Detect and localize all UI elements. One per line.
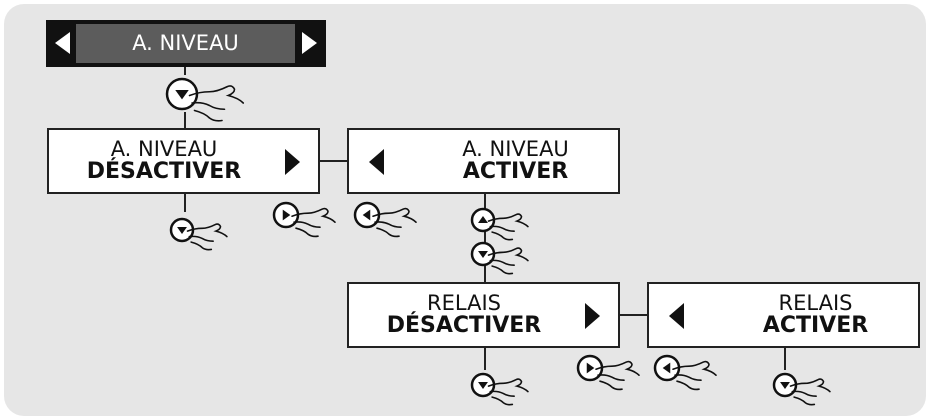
up-button-1[interactable]: [470, 207, 529, 241]
left-arrow-icon: [662, 362, 671, 374]
hand-pointer-icon: [188, 85, 245, 122]
up-arrow-icon: [478, 216, 488, 223]
right-arrow-icon: [585, 303, 600, 329]
down-arrow-icon: [478, 382, 488, 389]
hand-pointer-icon: [487, 213, 529, 241]
right-button-2[interactable]: [576, 354, 640, 391]
box-title: A. NIVEAU: [462, 137, 569, 161]
down-button-5[interactable]: [772, 372, 831, 406]
box-title: RELAIS: [427, 291, 501, 315]
left-button-1[interactable]: [353, 201, 417, 238]
box-action: DÉSACTIVER: [386, 313, 542, 338]
box-action: ACTIVER: [462, 159, 569, 184]
hand-pointer-icon: [186, 223, 228, 251]
down-arrow-icon: [478, 251, 488, 258]
hand-pointer-icon: [372, 207, 417, 238]
right-arrow-icon: [282, 209, 291, 221]
down-button-2[interactable]: [169, 217, 228, 251]
relais-desactiver-box[interactable]: RELAIS DÉSACTIVER: [347, 282, 620, 348]
down-button-1[interactable]: [165, 77, 245, 122]
box-title: A. NIVEAU: [110, 137, 218, 161]
hand-pointer-icon: [672, 360, 717, 391]
right-button-1[interactable]: [272, 201, 336, 238]
right-arrow-icon: [586, 362, 595, 374]
left-arrow-icon: [369, 149, 384, 175]
menu-header-label: A. NIVEAU: [76, 24, 295, 63]
left-arrow-icon: [362, 209, 371, 221]
down-arrow-icon: [177, 227, 187, 234]
hand-pointer-icon: [595, 360, 640, 391]
down-button-3[interactable]: [470, 241, 529, 275]
relais-activer-box[interactable]: RELAIS ACTIVER: [647, 282, 920, 348]
menu-header[interactable]: A. NIVEAU: [46, 20, 326, 67]
niveau-activer-box[interactable]: A. NIVEAU ACTIVER: [347, 128, 620, 194]
down-arrow-icon: [175, 89, 189, 100]
down-arrow-icon: [780, 382, 790, 389]
niveau-desactiver-box[interactable]: A. NIVEAU DÉSACTIVER: [47, 128, 320, 194]
left-button-2[interactable]: [653, 354, 717, 391]
right-arrow-icon: [285, 149, 300, 175]
hand-pointer-icon: [487, 247, 529, 275]
down-button-4[interactable]: [470, 372, 529, 406]
left-arrow-icon: [669, 303, 684, 329]
box-title: RELAIS: [778, 291, 853, 315]
right-arrow-icon[interactable]: [302, 32, 317, 54]
box-action: DÉSACTIVER: [86, 159, 242, 184]
hand-pointer-icon: [789, 378, 831, 406]
hand-pointer-icon: [291, 207, 336, 238]
hand-pointer-icon: [487, 378, 529, 406]
left-arrow-icon[interactable]: [55, 32, 70, 54]
box-action: ACTIVER: [762, 313, 869, 338]
